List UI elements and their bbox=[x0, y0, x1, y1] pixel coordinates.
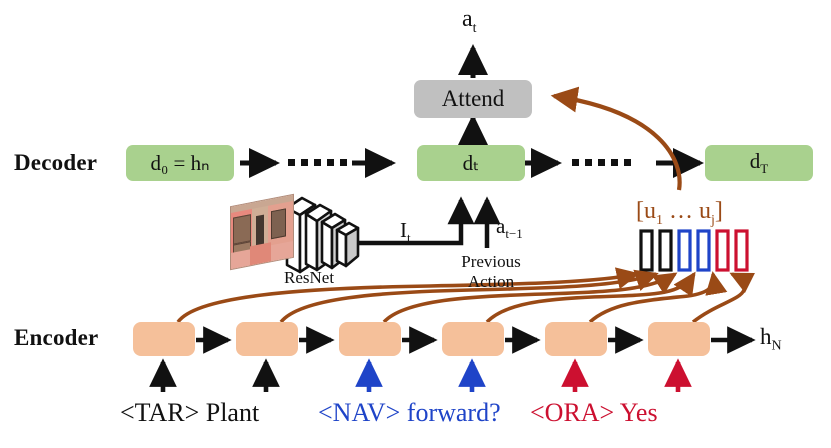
decoder-row-label: Decoder bbox=[14, 150, 98, 175]
decoder-state-dT: dT bbox=[705, 145, 813, 181]
attention-curve-2 bbox=[279, 269, 659, 324]
prev-action-caption-line1: Previous bbox=[461, 252, 521, 271]
decoder-state-d0: d₀ = hₙ bbox=[126, 145, 234, 181]
attention-curve-4 bbox=[485, 271, 696, 324]
input-token-segment-ora: <ORA> Yes bbox=[530, 398, 658, 427]
attention-bar-1 bbox=[639, 229, 654, 272]
encoder-cell-4 bbox=[442, 322, 504, 356]
attention-curve-5 bbox=[588, 271, 728, 324]
image-feature-label: It bbox=[400, 218, 411, 246]
attend-label: Attend bbox=[441, 86, 505, 111]
attention-vector-label: [u1 … uj] bbox=[636, 198, 723, 228]
prev-action-label: at−1 bbox=[496, 214, 523, 242]
decoder-ellipsis-right bbox=[572, 159, 631, 166]
attention-bar-4 bbox=[696, 229, 711, 272]
attention-bars bbox=[639, 229, 749, 272]
attention-curve-3 bbox=[382, 272, 678, 324]
attention-curves bbox=[176, 267, 756, 324]
decoder-state-dt: dₜ bbox=[417, 145, 525, 181]
encoder-final-hidden-label: hN bbox=[760, 324, 782, 354]
observation-image-thumbnail bbox=[230, 193, 294, 271]
encoder-row-label: Encoder bbox=[14, 325, 99, 350]
action-output-label: at bbox=[462, 6, 477, 36]
token-input-arrows bbox=[149, 358, 692, 392]
encoder-cell-6 bbox=[648, 322, 710, 356]
decoder-state-dt-label: dₜ bbox=[462, 150, 480, 175]
prev-action-caption-line2: Action bbox=[467, 272, 515, 291]
attention-bar-2 bbox=[658, 229, 673, 272]
attention-bar-5 bbox=[715, 229, 730, 272]
decoder-state-d0-label: d₀ = hₙ bbox=[150, 150, 210, 175]
attention-feedback-curve bbox=[550, 86, 682, 191]
decoder-state-dT-label: dT bbox=[749, 148, 769, 177]
attention-curve-1 bbox=[176, 267, 640, 324]
attend-module: Attend bbox=[414, 80, 532, 118]
resnet-label: ResNet bbox=[284, 268, 335, 287]
attention-bar-6 bbox=[734, 229, 749, 272]
encoder-cell-5 bbox=[545, 322, 607, 356]
input-token-segment-nav: <NAV> forward? bbox=[318, 398, 501, 427]
encoder-cell-2 bbox=[236, 322, 298, 356]
attention-bar-3 bbox=[677, 229, 692, 272]
encoder-cell-3 bbox=[339, 322, 401, 356]
attention-curve-6 bbox=[691, 272, 756, 324]
resnet-block-icon bbox=[285, 196, 360, 274]
encoder-cell-1 bbox=[133, 322, 195, 356]
input-token-segment-tar: <TAR> Plant bbox=[120, 398, 260, 427]
decoder-ellipsis-left bbox=[288, 159, 347, 166]
